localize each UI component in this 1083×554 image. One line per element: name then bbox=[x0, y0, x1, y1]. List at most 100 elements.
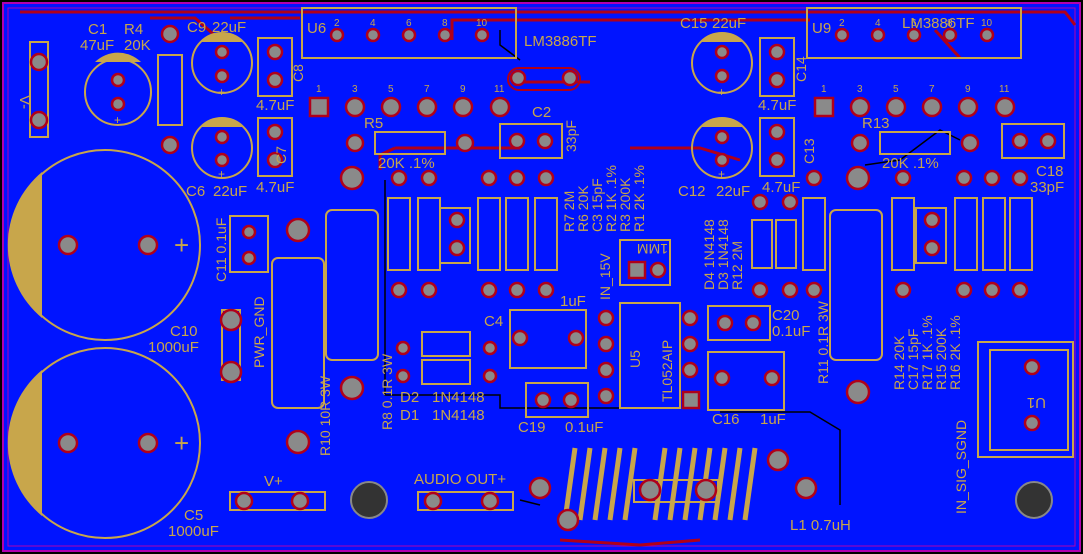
label-plus-c6: + bbox=[218, 167, 225, 181]
label-d4: D4 1N4148 bbox=[701, 219, 717, 290]
label-c20: C20 bbox=[772, 307, 800, 324]
label-d1-value: 1N4148 bbox=[432, 407, 485, 424]
label-r12: R12 2M bbox=[729, 241, 745, 290]
label-plus-c15: + bbox=[718, 85, 725, 99]
label-c12-value: 22uF bbox=[716, 183, 750, 200]
label-r7: R7 2M bbox=[561, 191, 577, 232]
label-c1: C1 bbox=[88, 21, 107, 38]
label-c10-value: 1000uF bbox=[148, 339, 199, 356]
label-r3: R3 200K bbox=[617, 177, 633, 232]
label-d3: D3 1N4148 bbox=[715, 219, 731, 290]
slot-pad bbox=[507, 67, 581, 91]
label-c14-value: 4.7uF bbox=[758, 97, 796, 114]
label-u9: U9 bbox=[812, 20, 831, 37]
label-c8-value: 4.7uF bbox=[256, 97, 294, 114]
label-c4: C4 bbox=[484, 313, 503, 330]
label-plus-c10: + bbox=[174, 230, 189, 260]
label-in-15v: IN_15V bbox=[597, 253, 613, 300]
label-plus-c5: + bbox=[174, 428, 189, 458]
label-c20-value: 0.1uF bbox=[772, 323, 810, 340]
label-c18: C18 bbox=[1036, 163, 1064, 180]
label-pwr-gnd: PWR_GND bbox=[251, 296, 267, 368]
label-c2-value: 33pF bbox=[563, 120, 579, 152]
label-u9-pin11: 11 bbox=[999, 84, 1010, 95]
label-in-sig-sgnd: IN_SIG_SGND bbox=[953, 420, 969, 514]
label-r14: R14 20K bbox=[891, 335, 907, 390]
label-v-plus: V+ bbox=[264, 473, 283, 490]
label-r10: R10 10R 3W bbox=[317, 375, 333, 456]
label-r13: R13 bbox=[862, 115, 890, 132]
label-u9-pin7: 7 bbox=[929, 84, 935, 95]
label-u6: U6 bbox=[307, 20, 326, 37]
label-c15: C15 bbox=[680, 15, 708, 32]
label-plus-c1: + bbox=[114, 113, 121, 127]
label-u6-pin5: 5 bbox=[388, 84, 394, 95]
label-u9-pin9: 9 bbox=[965, 84, 971, 95]
label-lm3886-2: LM3886TF bbox=[902, 15, 975, 32]
label-lm3886-1: LM3886TF bbox=[524, 33, 597, 50]
label-u6-pin4: 4 bbox=[370, 18, 376, 29]
label-u9-pin5: 5 bbox=[893, 84, 899, 95]
label-c1-value: 47uF bbox=[80, 37, 114, 54]
label-u6-pin1: 1 bbox=[316, 84, 322, 95]
label-u9-pin10: 10 bbox=[981, 18, 993, 29]
label-u6-pin7: 7 bbox=[424, 84, 430, 95]
label-r11: R11 0.1R 3W bbox=[815, 300, 831, 384]
label-r4-value: 20K bbox=[124, 37, 151, 54]
label-c3: C3 15pF bbox=[589, 178, 605, 232]
silkscreen-outlines bbox=[9, 7, 1074, 539]
label-r16: R16 2K .1% bbox=[947, 315, 963, 390]
label-u9-pin4: 4 bbox=[875, 18, 881, 29]
label-c16: C16 bbox=[712, 411, 740, 428]
label-c12: C12 bbox=[678, 183, 706, 200]
label-r1: R1 2K .1% bbox=[631, 165, 647, 232]
label-r5: R5 bbox=[364, 115, 383, 132]
label-u5: U5 bbox=[627, 350, 643, 368]
label-d2: D2 bbox=[400, 389, 419, 406]
label-c19: C19 bbox=[518, 419, 546, 436]
pads bbox=[29, 24, 1057, 532]
label-c10: C10 bbox=[170, 323, 198, 340]
label-v-minus: V- bbox=[16, 95, 33, 109]
label-u9-pin2: 2 bbox=[839, 18, 845, 29]
signal-traces bbox=[384, 30, 961, 506]
label-u6-pin8: 8 bbox=[442, 18, 448, 29]
label-c18-value: 33pF bbox=[1030, 179, 1064, 196]
label-c13-value: 4.7uF bbox=[762, 179, 800, 196]
label-u6-pin10: 10 bbox=[476, 18, 488, 29]
label-c5-value: 1000uF bbox=[168, 523, 219, 540]
label-r6: R6 20K bbox=[575, 185, 591, 232]
label-c11: C11 0.1uF bbox=[213, 218, 229, 282]
label-d1: D1 bbox=[400, 407, 419, 424]
label-u6-pin6: 6 bbox=[406, 18, 412, 29]
label-c7-value: 4.7uF bbox=[256, 179, 294, 196]
label-r17: R17 1K .1% bbox=[919, 315, 935, 390]
label-1mm: 1MM bbox=[637, 241, 668, 257]
label-u9-pin8: 8 bbox=[947, 18, 953, 29]
label-u1: U1 bbox=[1027, 394, 1046, 411]
label-c19-value: 0.1uF bbox=[565, 419, 603, 436]
label-c15-value: 22uF bbox=[712, 15, 746, 32]
label-c9-value: 22uF bbox=[212, 19, 246, 36]
label-r15: R15 200K bbox=[933, 327, 949, 390]
label-c4-value: 1uF bbox=[560, 293, 586, 310]
label-r4: R4 bbox=[124, 21, 143, 38]
capacitor-polarity-fills bbox=[7, 32, 744, 516]
label-c7: C7 bbox=[273, 146, 289, 164]
label-plus-c9: + bbox=[218, 85, 225, 99]
label-tl052: TL052AIP bbox=[659, 340, 675, 402]
label-c16-value: 1uF bbox=[760, 411, 786, 428]
mounting-holes bbox=[350, 481, 1053, 519]
label-plus-c12: + bbox=[718, 167, 725, 181]
label-l1: L1 0.7uH bbox=[790, 517, 851, 534]
label-r5-value: 20K .1% bbox=[378, 155, 435, 172]
label-r13-value: 20K .1% bbox=[882, 155, 939, 172]
label-c6: C6 bbox=[186, 183, 205, 200]
label-c8: C8 bbox=[290, 64, 306, 82]
label-c13: C13 bbox=[801, 138, 817, 164]
label-u6-pin11: 11 bbox=[494, 84, 505, 95]
label-u9-pin3: 3 bbox=[857, 84, 863, 95]
label-c9: C9 bbox=[187, 19, 206, 36]
label-r8: R8 0.1R 3W bbox=[379, 353, 395, 430]
board-keepout bbox=[7, 7, 1076, 547]
